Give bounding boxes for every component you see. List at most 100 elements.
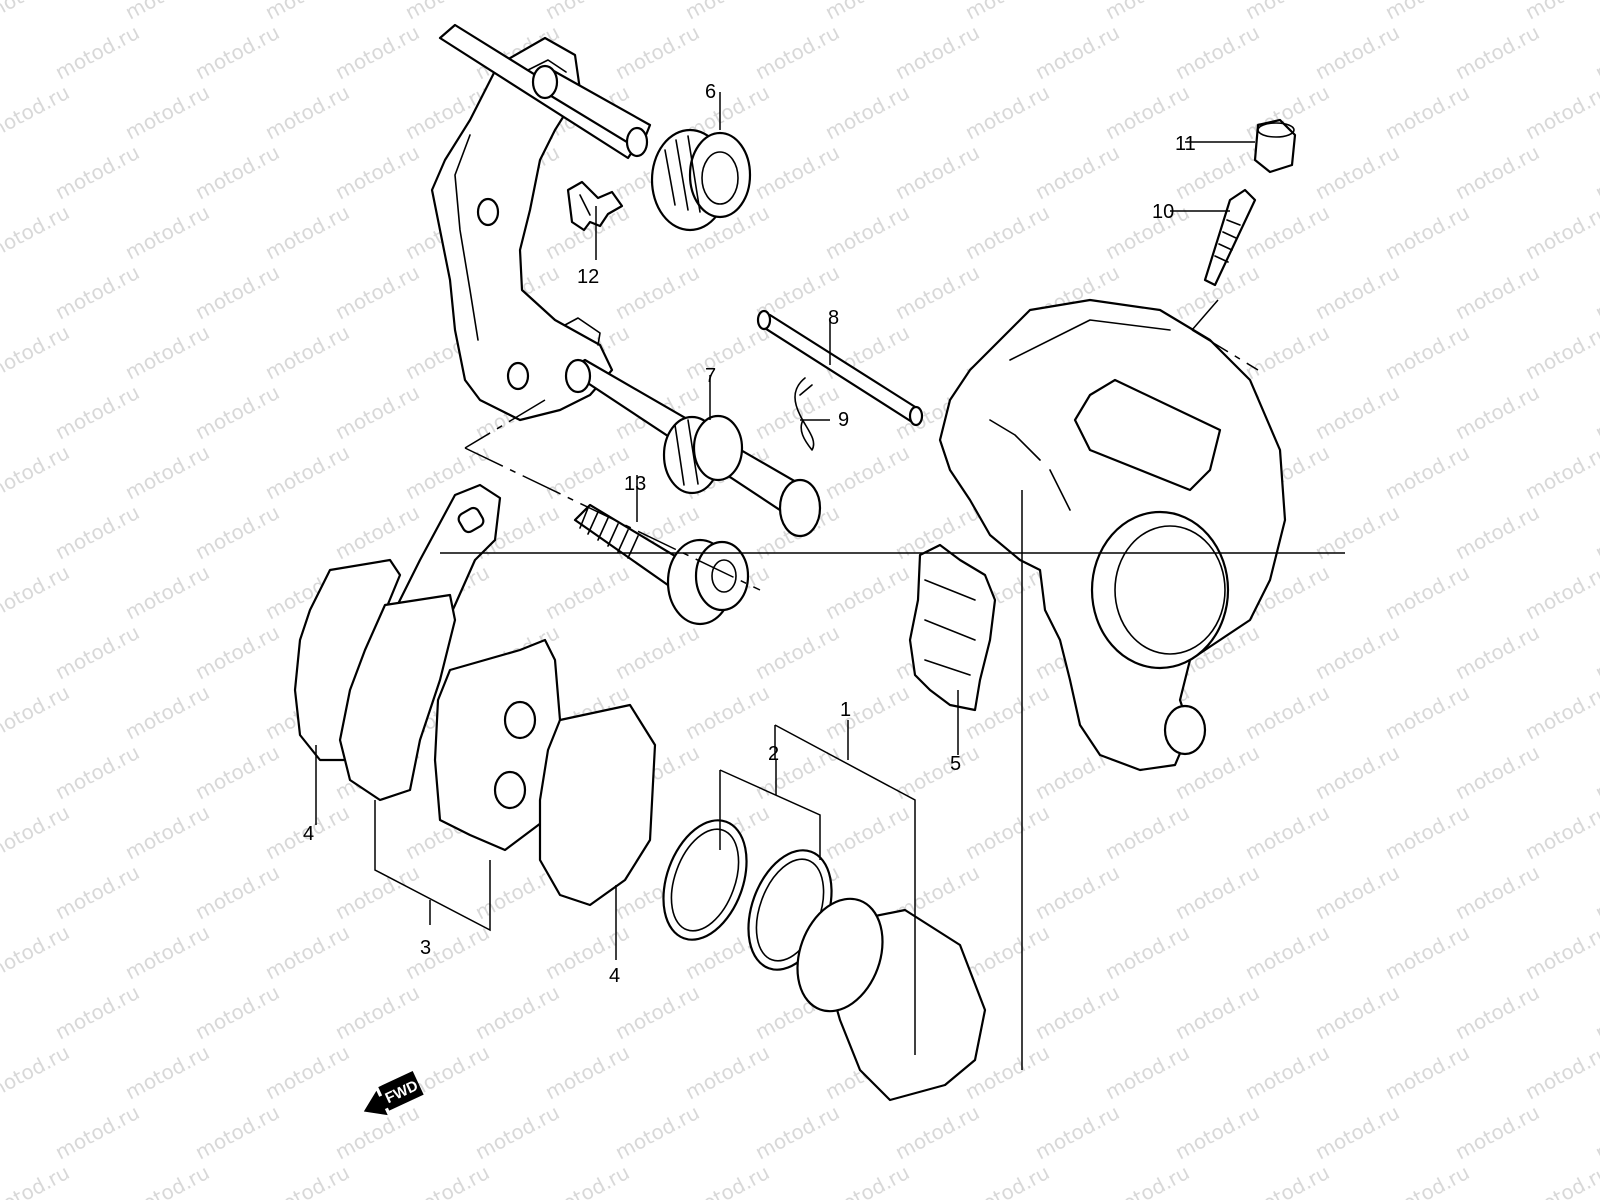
watermark-text: motod.ru: [121, 680, 213, 744]
callout-6: 6: [705, 81, 716, 103]
watermark-text: motod.ru: [891, 140, 983, 204]
watermark-text: motod.ru: [1591, 260, 1600, 324]
watermark-text: motod.ru: [1171, 860, 1263, 924]
watermark-text: motod.ru: [1101, 0, 1193, 24]
watermark-text: motod.ru: [1171, 980, 1263, 1044]
watermark-text: motod.ru: [0, 200, 73, 264]
callout-2: 2: [768, 743, 779, 765]
watermark-text: motod.ru: [1591, 1100, 1600, 1164]
watermark-text: motod.ru: [331, 980, 423, 1044]
watermark-text: motod.ru: [261, 0, 353, 24]
reference-lines: [315, 92, 1345, 1070]
watermark-text: motod.ru: [191, 20, 283, 84]
watermark-text: motod.ru: [1381, 920, 1473, 984]
callout-13: 13: [624, 473, 646, 495]
watermark-text: motod.ru: [0, 800, 73, 864]
watermark-text: motod.ru: [1521, 920, 1600, 984]
watermark-text: motod.ru: [51, 500, 143, 564]
watermark-text: motod.ru: [261, 1160, 353, 1200]
watermark-text: motod.ru: [1031, 140, 1123, 204]
watermark-text: motod.ru: [821, 320, 913, 384]
watermark-text: motod.ru: [0, 500, 3, 564]
watermark-text: motod.ru: [471, 1100, 563, 1164]
watermark-text: motod.ru: [0, 1100, 3, 1164]
watermark-text: motod.ru: [1241, 200, 1333, 264]
watermark-text: motod.ru: [0, 140, 3, 204]
clip-part-12: [566, 180, 624, 232]
watermark-text: motod.ru: [1381, 320, 1473, 384]
watermark-text: motod.ru: [0, 440, 73, 504]
watermark-text: motod.ru: [0, 0, 73, 24]
watermark-text: motod.ru: [891, 1100, 983, 1164]
watermark-text: motod.ru: [261, 1040, 353, 1104]
watermark-text: motod.ru: [1311, 1100, 1403, 1164]
watermark-text: motod.ru: [0, 380, 3, 444]
watermark-text: motod.ru: [751, 140, 843, 204]
watermark-text: motod.ru: [1591, 620, 1600, 684]
watermark-text: motod.ru: [751, 20, 843, 84]
watermark-text: motod.ru: [611, 1100, 703, 1164]
callout-4-right: 4: [609, 965, 620, 987]
watermark-text: motod.ru: [121, 920, 213, 984]
fwd-direction-arrow: FWD: [363, 1071, 424, 1116]
watermark-text: motod.ru: [261, 80, 353, 144]
watermark-text: motod.ru: [961, 1160, 1053, 1200]
watermark-text: motod.ru: [1241, 0, 1333, 24]
watermark-text: motod.ru: [261, 440, 353, 504]
watermark-text: motod.ru: [1451, 260, 1543, 324]
piston-assembly: [662, 819, 987, 1102]
watermark-text: motod.ru: [751, 380, 843, 444]
watermark-text: motod.ru: [401, 0, 493, 24]
watermark-text: motod.ru: [0, 1160, 73, 1200]
watermark-text: motod.ru: [541, 560, 633, 624]
watermark-text: motod.ru: [751, 620, 843, 684]
watermark-text: motod.ru: [1241, 1160, 1333, 1200]
watermark-text: motod.ru: [1311, 20, 1403, 84]
watermark-text: motod.ru: [681, 320, 773, 384]
watermark-text: motod.ru: [1311, 740, 1403, 804]
watermark-text: motod.ru: [821, 440, 913, 504]
watermark-text: motod.ru: [401, 920, 493, 984]
watermark-text: motod.ru: [1241, 680, 1333, 744]
watermark-text: motod.ru: [1311, 500, 1403, 564]
watermark-text: motod.ru: [191, 500, 283, 564]
watermark-text: motod.ru: [821, 800, 913, 864]
watermark-text: motod.ru: [121, 800, 213, 864]
callout-labels: 1 2 3 4 4 5 6 7 8 9 10 11 12 13: [303, 81, 1196, 987]
watermark-text: motod.ru: [191, 860, 283, 924]
watermark-text: motod.ru: [0, 740, 3, 804]
watermark-text: motod.ru: [0, 920, 73, 984]
watermark-text: motod.ru: [961, 80, 1053, 144]
bleeder-screw-part-10: [1203, 188, 1257, 287]
watermark-text: motod.ru: [1521, 680, 1600, 744]
watermark-text: motod.ru: [0, 20, 3, 84]
watermark-text: motod.ru: [1381, 1160, 1473, 1200]
watermark-text: motod.ru: [191, 140, 283, 204]
pad-pin-part-8: [756, 309, 924, 427]
watermark-text: motod.ru: [51, 380, 143, 444]
watermark-text: motod.ru: [1241, 800, 1333, 864]
callout-9: 9: [838, 409, 849, 431]
watermark-text: motod.ru: [681, 1160, 773, 1200]
watermark-text: motod.ru: [261, 200, 353, 264]
watermark-text: motod.ru: [541, 1160, 633, 1200]
caliper-body: [938, 298, 1287, 772]
watermark-text: motod.ru: [1311, 980, 1403, 1044]
slide-pin-part-7: [564, 358, 822, 538]
watermark-text: motod.ru: [261, 320, 353, 384]
watermark-text: motod.ru: [51, 140, 143, 204]
watermark-text: motod.ru: [1241, 1040, 1333, 1104]
callout-1: 1: [840, 699, 851, 721]
watermark-text: motod.ru: [1381, 200, 1473, 264]
watermark-text: motod.ru: [1521, 560, 1600, 624]
watermark-text: motod.ru: [1031, 20, 1123, 84]
bolt-part-13: [573, 503, 750, 626]
watermark-text: motod.ru: [331, 140, 423, 204]
watermark-text: motod.ru: [821, 200, 913, 264]
watermark-text: motod.ru: [1591, 980, 1600, 1044]
watermark-text: motod.ru: [1521, 800, 1600, 864]
watermark-text: motod.ru: [1381, 680, 1473, 744]
watermark-text: motod.ru: [1311, 860, 1403, 924]
watermark-text: motod.ru: [1311, 380, 1403, 444]
